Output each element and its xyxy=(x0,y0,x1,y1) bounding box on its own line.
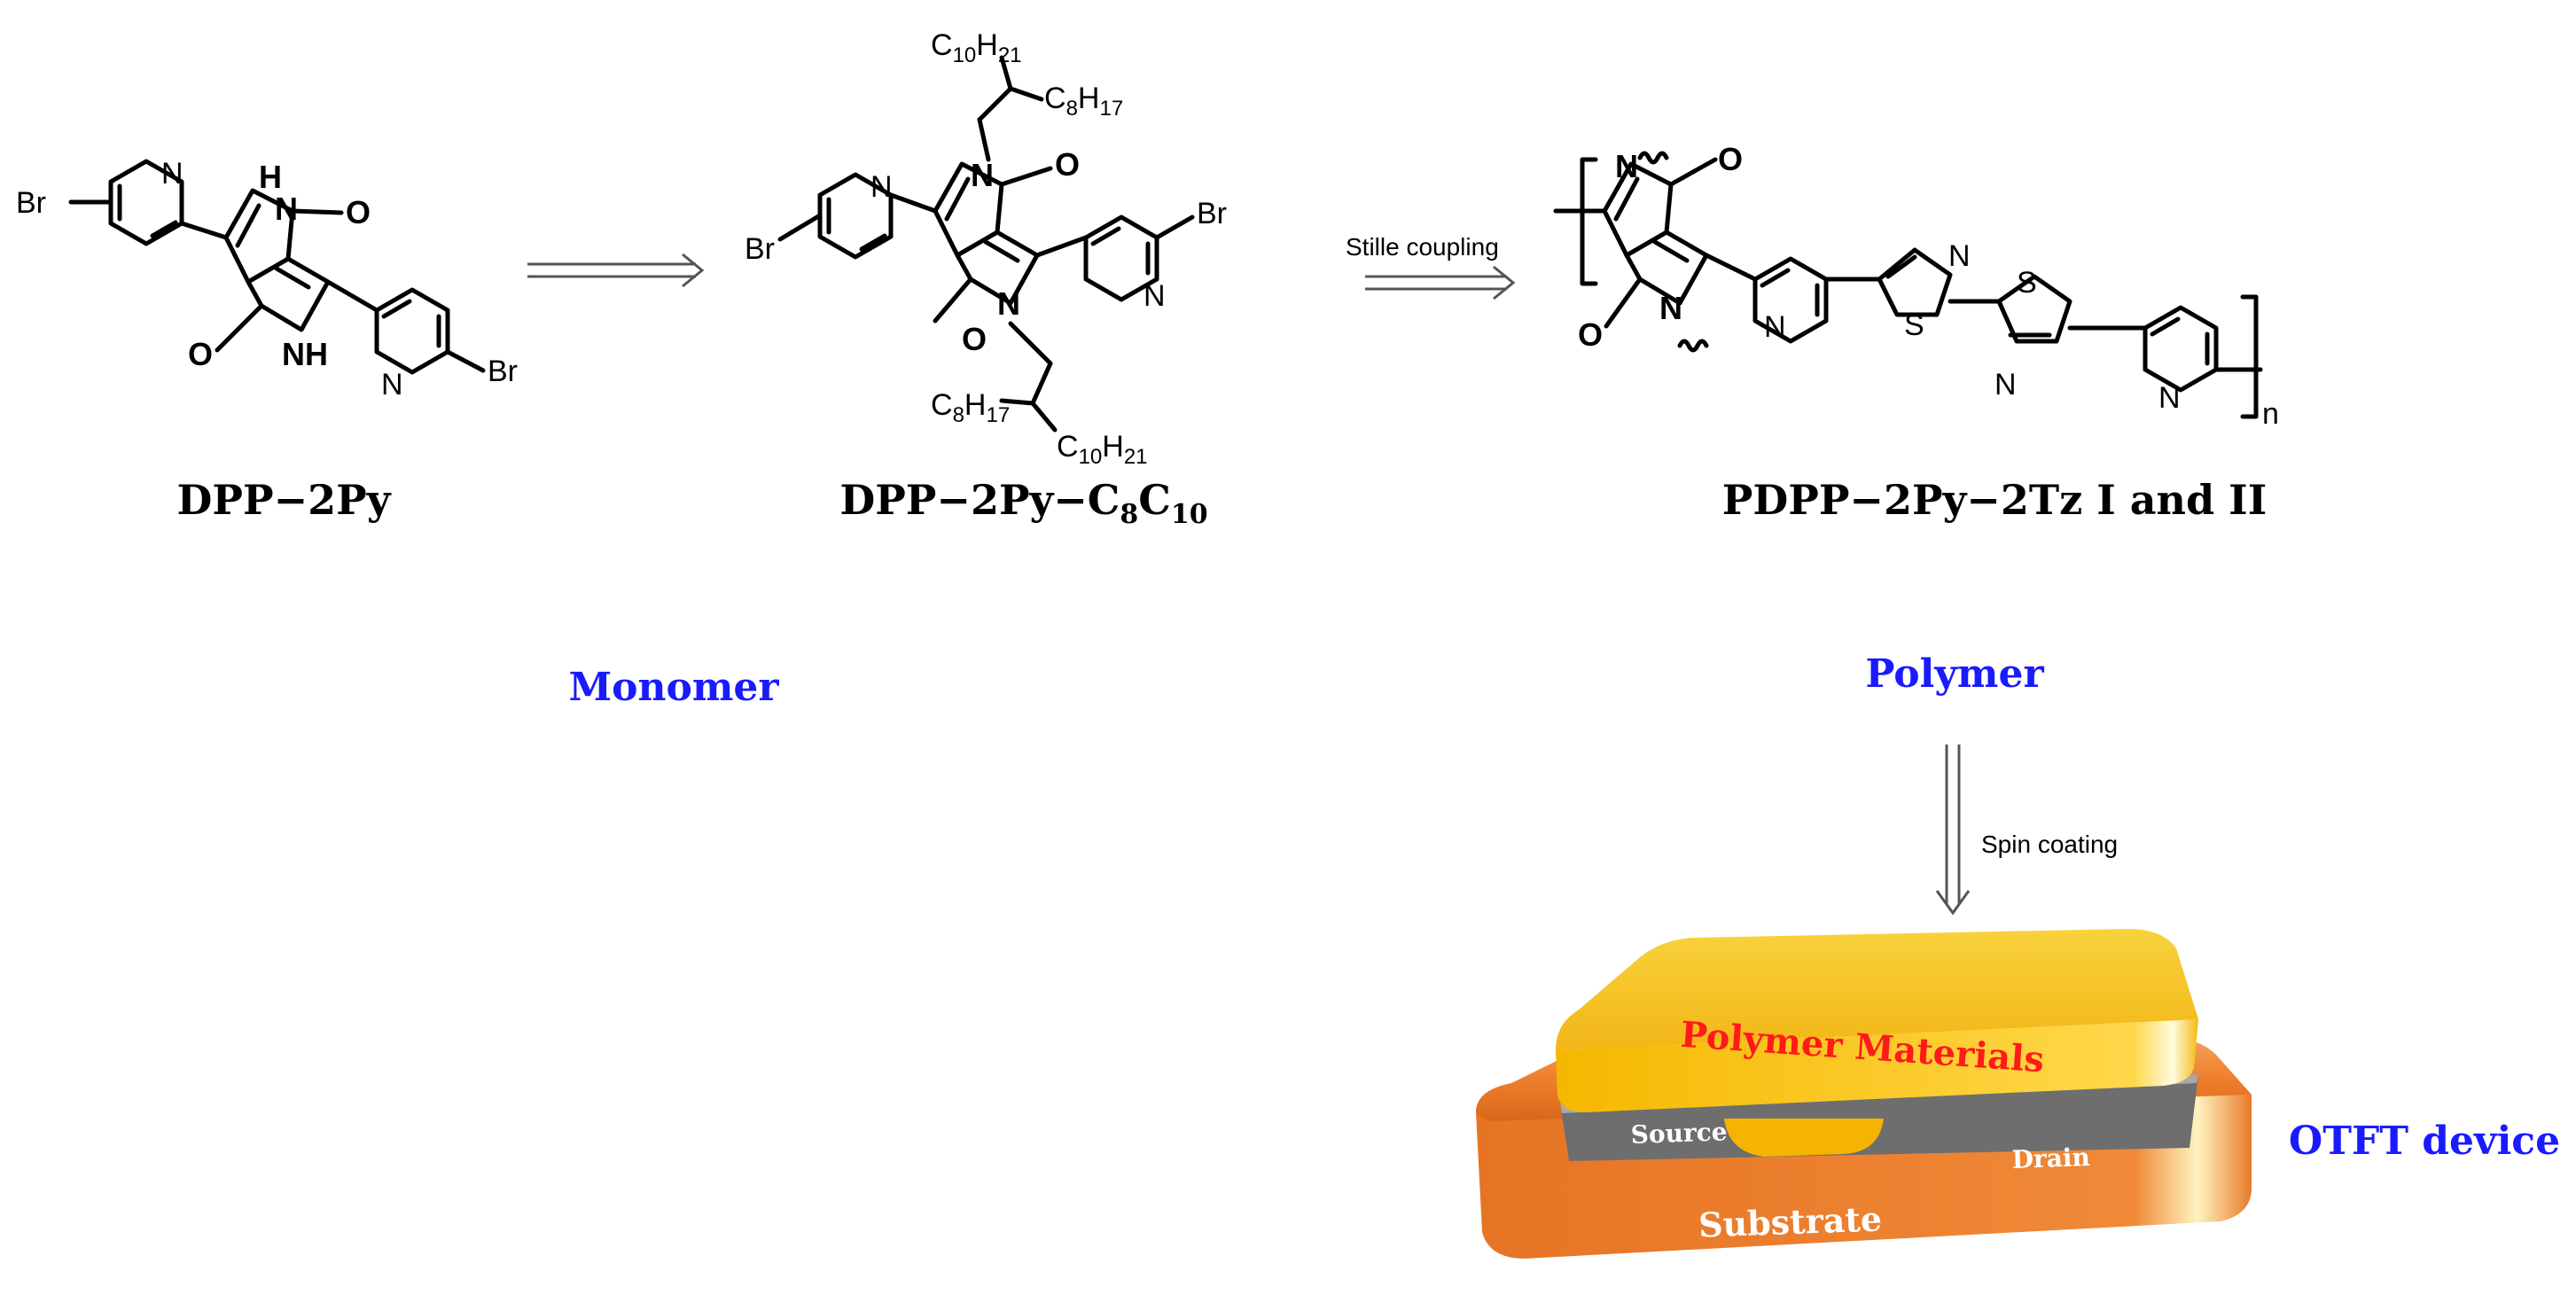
atom-br: Br xyxy=(1197,197,1227,230)
electrode-layer xyxy=(1560,1074,2198,1161)
atom-br: Br xyxy=(16,186,46,220)
atom-n: N xyxy=(161,157,183,191)
atom-br: Br xyxy=(488,355,518,388)
atom-n: N xyxy=(381,368,403,402)
atom-n-top: N xyxy=(971,157,994,193)
reaction-label-stille: Stille coupling xyxy=(1346,233,1499,261)
reaction-arrow-1 xyxy=(527,253,705,288)
wavy-bond-icon xyxy=(1637,151,1669,165)
atom-s: S xyxy=(1904,308,1924,342)
atom-o-bottom: O xyxy=(962,321,987,357)
atom-n: N xyxy=(1144,279,1166,313)
label-polymer: Polymer xyxy=(1865,651,2044,697)
atom-n-bottom: N xyxy=(1659,290,1682,326)
atom-br: Br xyxy=(745,232,775,266)
atom-n: N xyxy=(1764,310,1786,344)
label-otft-device: OTFT device xyxy=(2289,1119,2560,1164)
reaction-arrow-2: Stille coupling xyxy=(1346,233,1516,300)
atom-o-top: O xyxy=(346,194,371,230)
caption-dpp-2py: DPP−2Py xyxy=(177,476,392,524)
label-monomer: Monomer xyxy=(568,665,779,710)
otft-device: Substrate Source Drain Polymer Materials xyxy=(1476,929,2252,1259)
chain-top-c8h17: C8H17 xyxy=(1044,82,1123,121)
caption-dpp-2py-c8c10: DPP−2Py−C8C10 xyxy=(839,476,1207,530)
atom-n-top: N xyxy=(1615,148,1638,184)
device-source-label: Source xyxy=(1630,1117,1728,1150)
reaction-arrow-3: Spin coating xyxy=(1935,745,2118,916)
device-drain-label: Drain xyxy=(2011,1142,2090,1174)
atom-n: N xyxy=(1994,368,2017,402)
molecule-polymer: N O O N N N S S N N n xyxy=(1553,141,2279,431)
atom-n-top: N xyxy=(275,191,298,227)
polymer-layer xyxy=(1556,929,2198,1050)
atom-o-top: O xyxy=(1718,141,1743,177)
atom-nh-bottom: NH xyxy=(282,336,328,372)
atom-n: N xyxy=(870,170,893,204)
atom-n: N xyxy=(2158,381,2181,415)
wavy-bond-icon xyxy=(1677,339,1709,353)
molecule-dpp-2py: Br N H N O O NH N Br xyxy=(16,157,518,402)
molecule-dpp-2py-c8c10: C10H21 C8H17 Br N N O O N C8H17 C10H21 N xyxy=(745,28,1227,469)
atom-nh-top: H xyxy=(259,159,282,195)
reaction-label-spin: Spin coating xyxy=(1981,830,2118,858)
chain-top-c10h21: C10H21 xyxy=(931,28,1022,67)
atom-s: S xyxy=(2017,266,2037,300)
atom-n: N xyxy=(1948,239,1971,273)
chain-bottom-c8h17: C8H17 xyxy=(931,388,1010,427)
atom-o-bottom: O xyxy=(188,336,213,372)
chain-bottom-c10h21: C10H21 xyxy=(1057,430,1148,469)
atom-o-bottom: O xyxy=(1578,316,1603,353)
device-substrate-label: Substrate xyxy=(1698,1198,1882,1244)
atom-n-bottom: N xyxy=(997,285,1020,322)
atom-o-top: O xyxy=(1055,146,1080,183)
caption-polymer: PDPP−2Py−2Tz I and II xyxy=(1722,476,2267,524)
repeat-n: n xyxy=(2262,397,2279,431)
